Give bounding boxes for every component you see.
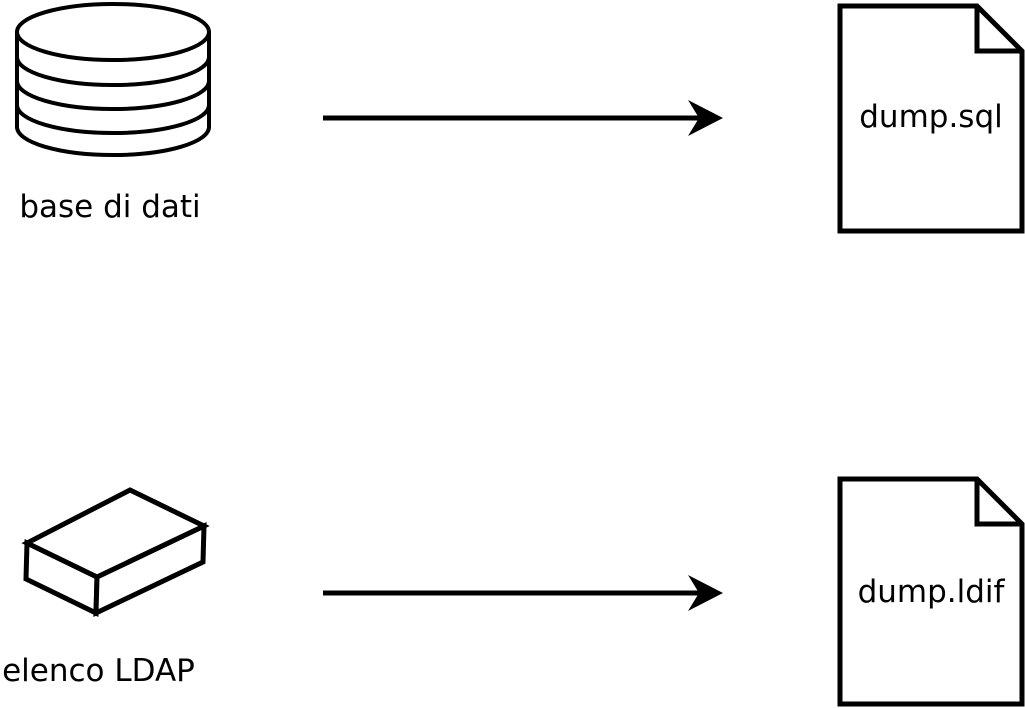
right-arrow-icon — [323, 100, 723, 136]
box-icon — [21, 487, 210, 618]
document-filename-label: dump.ldif — [857, 574, 1005, 610]
document-icon — [837, 3, 1025, 234]
database-cylinder-icon — [15, 2, 211, 157]
right-arrow-icon — [323, 575, 723, 611]
document-filename-label: dump.sql — [859, 99, 1003, 135]
database-label: base di dati — [19, 189, 201, 225]
document-icon — [837, 476, 1025, 707]
arrowhead — [688, 100, 723, 136]
arrowhead — [688, 575, 723, 611]
ldap-directory-label: elenco LDAP — [2, 653, 195, 689]
